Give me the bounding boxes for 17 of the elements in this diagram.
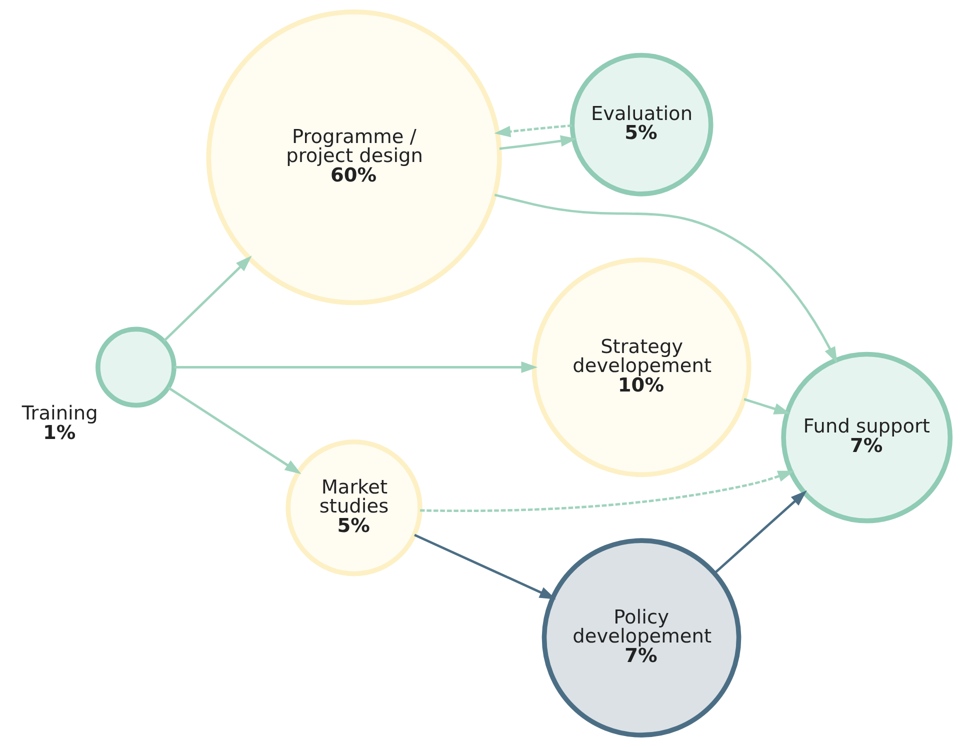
arrow xyxy=(162,256,252,342)
arrow xyxy=(498,135,577,150)
arrow xyxy=(174,362,538,373)
node-circle: Programme / project design 60% xyxy=(206,10,502,306)
arrow xyxy=(420,470,794,512)
arrow xyxy=(713,490,806,574)
arrow xyxy=(167,386,301,474)
node-circle: Policy developement 7% xyxy=(541,538,741,738)
node-circle xyxy=(95,326,176,408)
arrow xyxy=(414,534,556,600)
node-circle: Market studies 5% xyxy=(285,439,422,576)
node-circle: Evaluation 5% xyxy=(569,52,713,196)
node-circle: Fund support 7% xyxy=(780,352,952,524)
arrow xyxy=(743,398,790,414)
arrow xyxy=(494,194,837,364)
arrow xyxy=(494,124,572,138)
node-circle: Strategy developement 10% xyxy=(531,257,751,478)
